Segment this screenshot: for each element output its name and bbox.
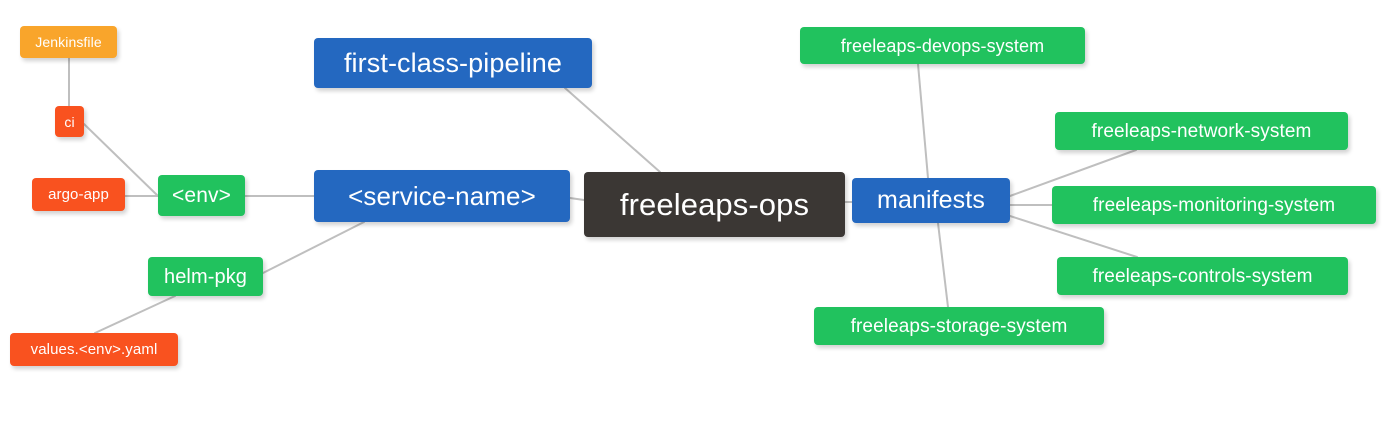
node-freeleaps-network-system[interactable]: freeleaps-network-system bbox=[1055, 112, 1348, 150]
node-argo-app[interactable]: argo-app bbox=[32, 178, 125, 211]
node-env[interactable]: <env> bbox=[158, 175, 245, 216]
node-freeleaps-storage-system[interactable]: freeleaps-storage-system bbox=[814, 307, 1104, 345]
node-freeleaps-monitoring-system[interactable]: freeleaps-monitoring-system bbox=[1052, 186, 1376, 224]
edge-manifests-to-freeleaps-storage-system bbox=[937, 222, 949, 308]
node-jenkinsfile[interactable]: Jenkinsfile bbox=[20, 26, 117, 58]
node-manifests[interactable]: manifests bbox=[852, 178, 1010, 223]
node-first-class-pipeline[interactable]: first-class-pipeline bbox=[314, 38, 592, 88]
node-ci[interactable]: ci bbox=[55, 106, 84, 137]
edge-helm-pkg-to-values-env-yaml bbox=[94, 295, 176, 334]
node-freeleaps-ops[interactable]: freeleaps-ops bbox=[584, 172, 845, 237]
node-freeleaps-controls-system[interactable]: freeleaps-controls-system bbox=[1057, 257, 1348, 295]
node-values-env-yaml[interactable]: values.<env>.yaml bbox=[10, 333, 178, 366]
edge-service-name-to-helm-pkg bbox=[262, 221, 365, 274]
edge-service-name-to-freeleaps-ops bbox=[569, 197, 585, 201]
edge-manifests-to-freeleaps-devops-system bbox=[917, 63, 929, 179]
node-freeleaps-devops-system[interactable]: freeleaps-devops-system bbox=[800, 27, 1085, 64]
edge-first-class-pipeline-to-freeleaps-ops bbox=[564, 87, 661, 173]
node-service-name[interactable]: <service-name> bbox=[314, 170, 570, 222]
node-helm-pkg[interactable]: helm-pkg bbox=[148, 257, 263, 296]
